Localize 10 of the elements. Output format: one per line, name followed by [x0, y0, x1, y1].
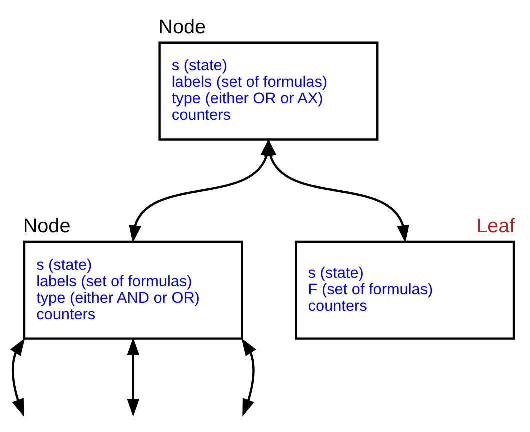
node-box: s (state) F (set of formulas) counters [295, 240, 516, 340]
arrow [264, 138, 410, 243]
node-label: Leaf [476, 215, 516, 238]
arrow [10, 338, 26, 416]
node-label: Node [23, 215, 71, 238]
node-label: Node [158, 16, 206, 38]
node-box: s (state) labels (set of formulas) type (either OR or AX) counters [158, 41, 379, 140]
arrow [127, 337, 140, 416]
node-box: s (state) labels (set of formulas) type (either AND or OR) counters [23, 240, 244, 340]
arrow [242, 338, 256, 416]
